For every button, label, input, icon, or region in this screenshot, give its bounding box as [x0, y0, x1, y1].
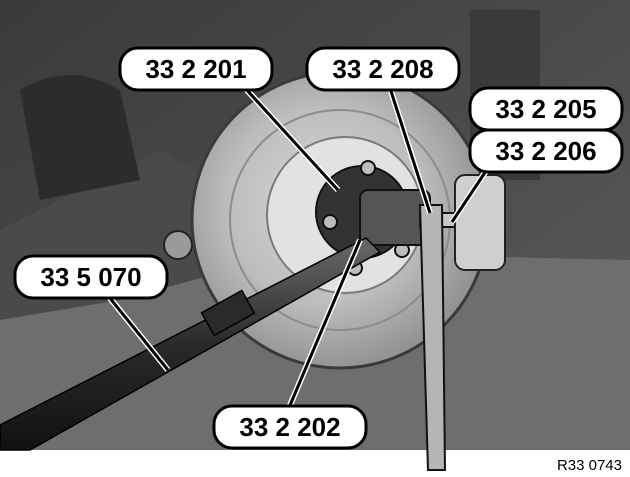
tool-bar-33-5-070	[0, 237, 382, 451]
white-margin	[0, 450, 630, 477]
callout-33-2-205: 33 2 205	[468, 86, 624, 132]
callout-33-2-206: 33 2 206	[468, 128, 624, 174]
callout-33-2-208-text: 33 2 208	[332, 54, 433, 84]
wheel-stud	[322, 214, 338, 230]
callout-33-2-208-frame	[305, 46, 461, 92]
brake-caliper	[454, 174, 506, 271]
callout-33-2-201-text: 33 2 201	[145, 54, 246, 84]
bolt-left	[163, 230, 193, 260]
callout-33-5-070-frame	[13, 254, 169, 300]
callout-33-2-201: 33 2 201	[118, 46, 274, 92]
leader-33-2-202	[286, 239, 362, 411]
leader-33-2-208	[388, 87, 432, 214]
leader-33-2-206	[450, 164, 492, 223]
callout-33-2-206-text: 33 2 206	[495, 136, 596, 166]
suspension-mount	[20, 75, 140, 200]
figure-reference-number: R33 0743	[554, 457, 624, 474]
open-end-wrench	[418, 204, 447, 471]
callout-33-5-070-text: 33 5 070	[40, 262, 141, 292]
leader-33-2-201	[243, 86, 340, 192]
callout-33-2-202: 33 2 202	[212, 404, 368, 450]
callout-33-2-206-frame	[468, 128, 624, 174]
wheel-stud	[360, 160, 376, 176]
callout-33-2-202-text: 33 2 202	[239, 412, 340, 442]
callout-33-5-070: 33 5 070	[13, 254, 169, 300]
callout-33-2-201-frame	[118, 46, 274, 92]
callout-33-2-208: 33 2 208	[305, 46, 461, 92]
leader-lines	[102, 85, 493, 412]
leader-33-5-070	[103, 291, 170, 371]
callout-33-2-205-text: 33 2 205	[495, 94, 596, 124]
callout-33-2-202-frame	[212, 404, 368, 450]
tool-bar-handle-sleeve	[200, 289, 256, 337]
